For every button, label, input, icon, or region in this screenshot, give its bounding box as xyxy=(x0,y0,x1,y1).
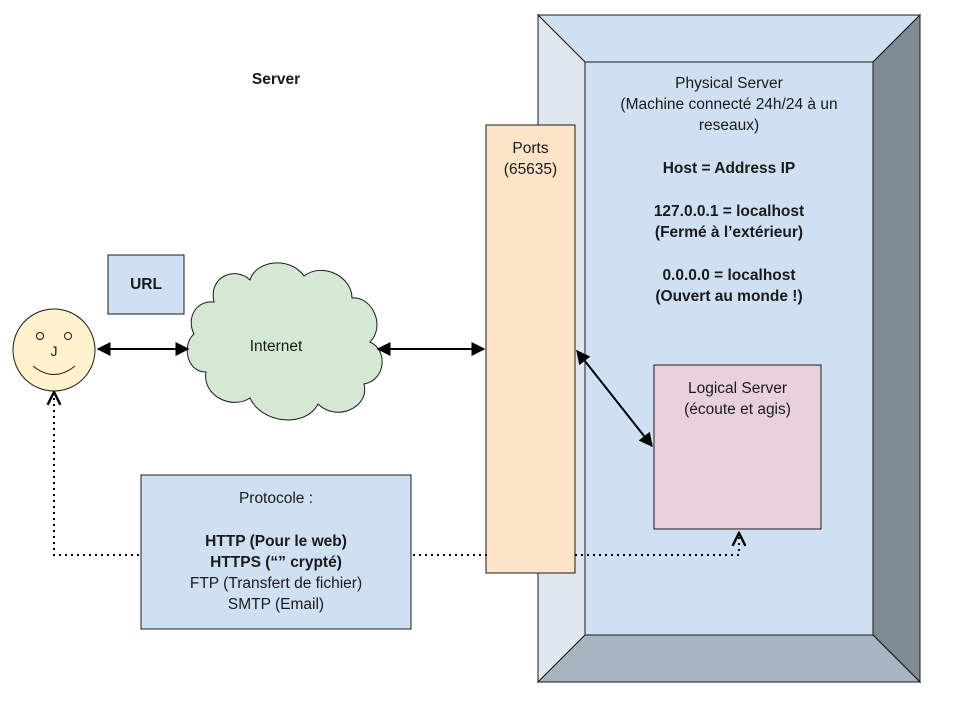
protocole-label: Protocole : HTTP (Pour le web) HTTPS (“”… xyxy=(141,488,411,615)
physical-server-subtitle-1: (Machine connecté 24h/24 à un xyxy=(620,96,838,113)
protocole-title: Protocole : xyxy=(238,490,314,507)
logical-server-subtitle: (écoute et agis) xyxy=(684,401,791,418)
localhost-127-note: (Fermé à l’extérieur) xyxy=(654,224,804,241)
physical-server-subtitle-2: reseaux) xyxy=(698,117,760,134)
physical-server-title: Physical Server xyxy=(675,75,783,92)
logical-server-label: Logical Server (écoute et agis) xyxy=(654,378,821,420)
protocol-http: HTTP (Pour le web) xyxy=(205,533,347,550)
physical-server-label: Physical Server (Machine connecté 24h/24… xyxy=(585,73,873,307)
url-box xyxy=(107,254,185,315)
protocol-https: HTTPS (“” crypté) xyxy=(210,554,342,571)
protocol-ftp: FTP (Transfert de fichier) xyxy=(189,575,363,592)
diagram-title: Server xyxy=(251,71,301,88)
ports-title: Ports xyxy=(512,140,549,157)
internet-label: Internet xyxy=(249,338,303,355)
user-initial: J xyxy=(50,343,58,359)
url-label: URL xyxy=(130,276,162,293)
ports-label: Ports (65635) xyxy=(486,138,575,180)
localhost-127-line: 127.0.0.1 = localhost xyxy=(653,203,805,220)
logical-server-title: Logical Server xyxy=(687,380,788,397)
internet-cloud-shape xyxy=(186,262,383,421)
localhost-0000-line: 0.0.0.0 = localhost xyxy=(662,267,796,284)
localhost-0000-note: (Ouvert au monde !) xyxy=(655,288,803,305)
protocol-smtp: SMTP (Email) xyxy=(227,596,325,613)
host-line: Host = Address IP xyxy=(662,160,796,177)
ports-count: (65635) xyxy=(503,161,558,178)
